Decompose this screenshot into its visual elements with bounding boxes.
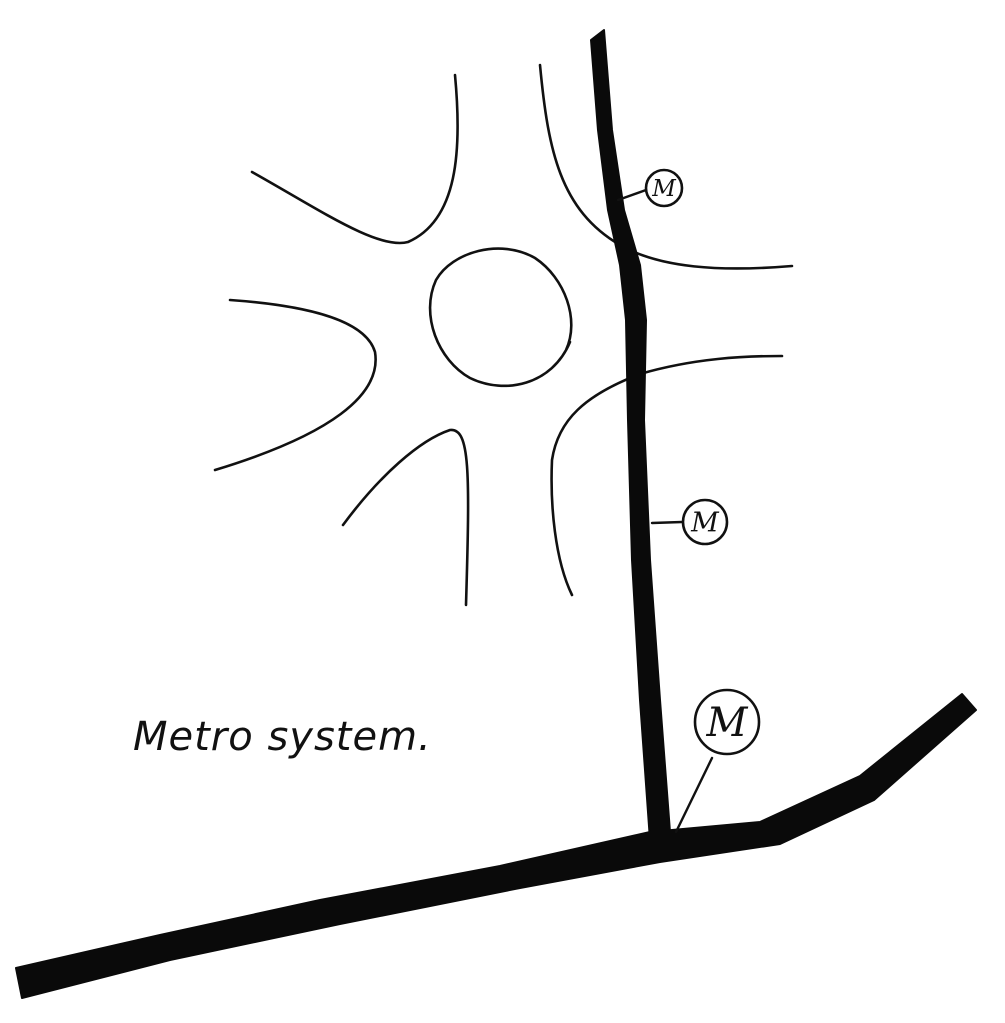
- metro-line-north-south: [590, 29, 671, 841]
- metro-lines: [15, 29, 977, 999]
- street-west: [213, 298, 377, 472]
- metro-station-label: M: [706, 700, 749, 746]
- station-leaders: [616, 188, 714, 834]
- roundabout: [428, 247, 573, 388]
- station-leader-2: [650, 520, 684, 525]
- map-caption: Metro system.: [133, 714, 432, 760]
- metro-station-icon: [644, 168, 684, 208]
- street-north-east: [538, 63, 794, 270]
- metro-station-icon: [693, 688, 761, 756]
- metro-line-east-west: [15, 693, 977, 999]
- street-south-west: [341, 428, 470, 607]
- street-network: [213, 63, 794, 607]
- metro-station-icon: [681, 498, 729, 546]
- station-leader-1: [616, 188, 648, 202]
- station-leader-3: [674, 756, 714, 834]
- street-north-west: [250, 73, 459, 245]
- street-south-east: [550, 354, 784, 597]
- metro-station-3[interactable]: M: [693, 688, 761, 756]
- metro-station-label: M: [690, 508, 720, 539]
- metro-station-1[interactable]: M: [644, 168, 684, 208]
- metro-station-label: M: [651, 176, 677, 202]
- metro-station-2[interactable]: M: [681, 498, 729, 546]
